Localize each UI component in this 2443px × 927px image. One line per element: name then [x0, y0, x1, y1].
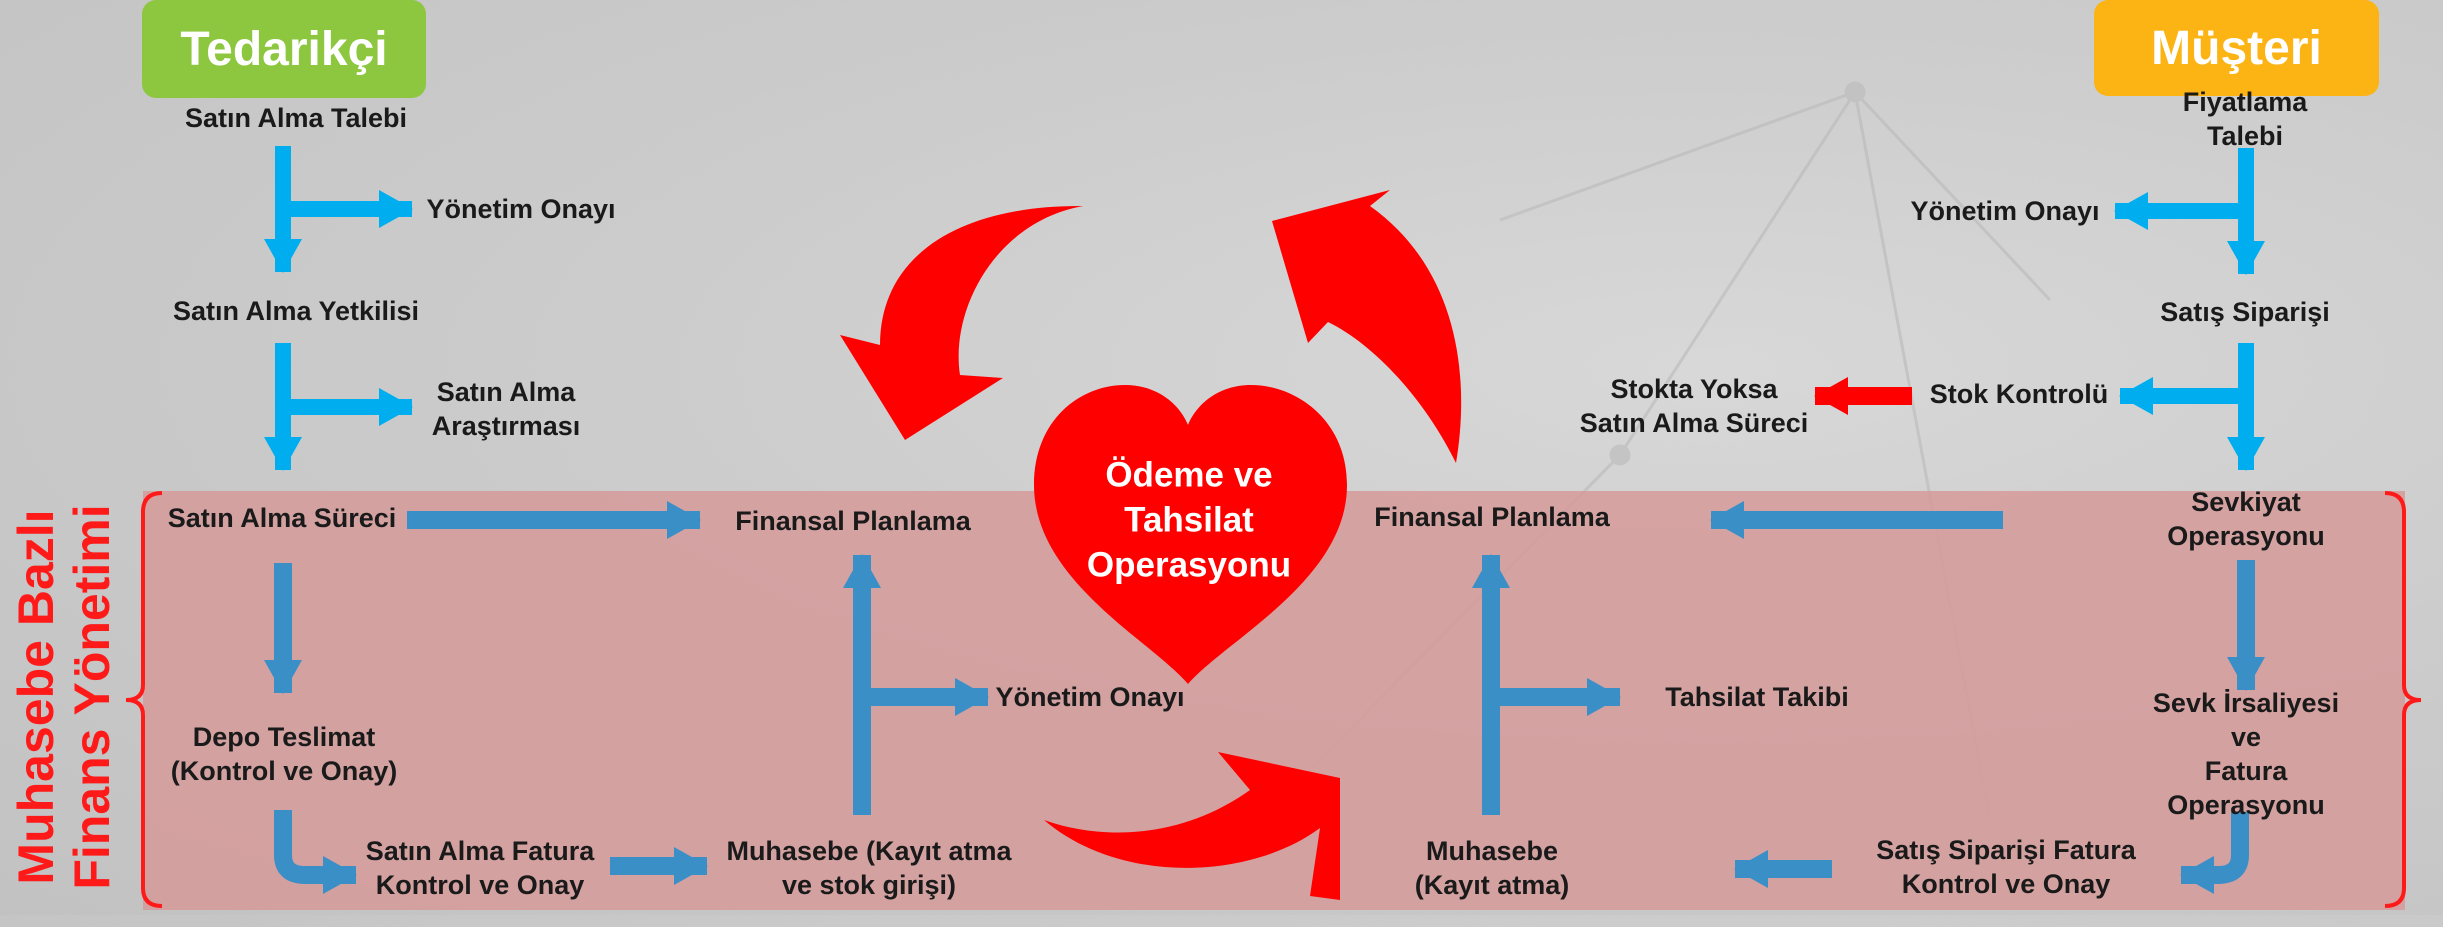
- side-title: Muhasebe Bazlı Finans Yönetimi: [8, 504, 120, 890]
- purchasing-officer-label: Satın Alma Yetkilisi: [172, 296, 420, 326]
- supplier-band-arrows: [264, 501, 989, 894]
- customer-accounting-label: Muhasebe (Kayıt atma): [1414, 836, 1570, 900]
- pricing-request-label: Fiyatlama Talebi: [2182, 87, 2308, 151]
- arrow-waybill-to-sales-invoice: [2180, 812, 2249, 894]
- supplier-header: Tedarikçi: [142, 0, 426, 98]
- supplier-financial-planning-label: Finansal Planlama: [735, 506, 971, 536]
- purchase-request-label: Satın Alma Talebi: [184, 103, 408, 133]
- stock-control-label: Stok Kontrolü: [1929, 379, 2109, 409]
- left-bracket: [125, 491, 163, 908]
- purchase-process-label: Satın Alma Süreci: [167, 503, 397, 533]
- customer-mgmt-approval-label: Yönetim Onayı: [1910, 196, 2100, 226]
- sales-order-label: Satış Siparişi: [2160, 297, 2330, 327]
- heart-label: Ödeme ve Tahsilat Operasyonu: [1086, 455, 1292, 585]
- arrow-delivery-to-invoice: [274, 810, 357, 894]
- red-cycle-arrow-left: [840, 205, 1083, 440]
- customer-header: Müşteri: [2094, 0, 2379, 96]
- red-cycle-arrow-bottom: [1044, 752, 1340, 900]
- purchase-research-label: Satın Alma Araştırması: [431, 377, 581, 441]
- supplier-top-arrows: [264, 146, 413, 471]
- mgmt-approval-2-label: Yönetim Onayı: [995, 682, 1185, 712]
- right-bracket: [2384, 491, 2422, 908]
- shipment-operation-label: Sevkiyat Operasyonu: [2167, 487, 2325, 551]
- collection-tracking-label: Tahsilat Takibi: [1665, 682, 1849, 712]
- customer-top-arrows: [2114, 148, 2265, 471]
- warehouse-delivery-label: Depo Teslimat (Kontrol ve Onay): [170, 722, 398, 786]
- heart-shape: [1034, 385, 1347, 684]
- waybill-invoice-label: Sevk İrsaliyesi ve Fatura Operasyonu: [2152, 688, 2340, 820]
- mgmt-approval-1-label: Yönetim Onayı: [426, 194, 616, 224]
- out-of-stock-label: Stokta Yoksa Satın Alma Süreci: [1579, 374, 1809, 438]
- purchase-invoice-label: Satın Alma Fatura Kontrol ve Onay: [365, 836, 595, 900]
- accounting-stock-label: Muhasebe (Kayıt atma ve stok girişi): [726, 836, 1012, 900]
- red-cycle-arrow-top: [1272, 190, 1462, 463]
- customer-financial-planning-label: Finansal Planlama: [1374, 502, 1610, 532]
- sales-invoice-label: Satış Siparişi Fatura Kontrol ve Onay: [1876, 835, 2136, 899]
- customer-band-arrows: [1472, 501, 2265, 894]
